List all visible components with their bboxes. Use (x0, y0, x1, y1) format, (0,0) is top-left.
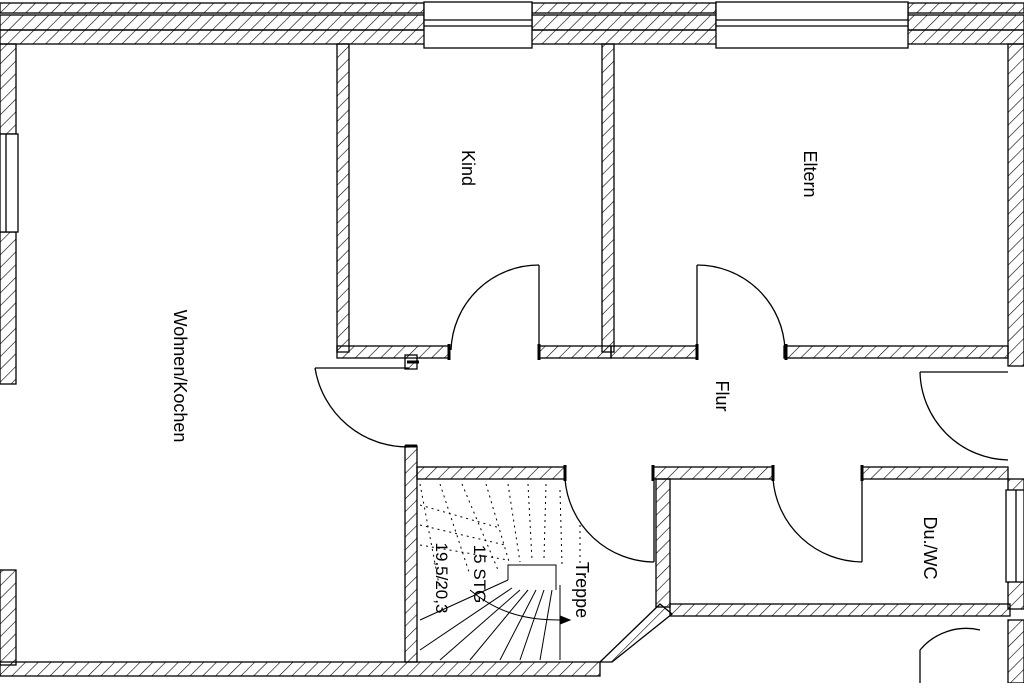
wall-top-parapet-middle (531, 2, 717, 14)
room-label-treppe: Treppe (572, 562, 592, 618)
wall-top-middle (531, 14, 717, 31)
wall-eltern-bottom-left (610, 345, 698, 359)
doors (314, 264, 1009, 683)
wall-kind-eltern (601, 43, 615, 353)
stair-walk-line (469, 589, 561, 621)
wall-eltern-right (1007, 43, 1024, 367)
door-stair-swing (564, 478, 655, 563)
wall-top-parapet-right (907, 2, 1024, 14)
room-label-wohnen: Wohnen/Kochen (170, 310, 190, 443)
wall-wc-top-left (652, 466, 774, 480)
window-top-1 (423, 1, 533, 49)
wall-wc-top-right (861, 466, 1009, 480)
window-left (0, 133, 19, 233)
room-label-eltern: Eltern (800, 150, 820, 197)
wall-kind-bottom-left (336, 345, 450, 359)
wall-kind-left (336, 43, 350, 353)
room-label-duwc: Du./WC (920, 517, 940, 580)
door-eltern-swing (696, 264, 786, 351)
stair-ratio-label: 19,5/20,3 (432, 543, 451, 614)
room-label-kind: Kind (458, 150, 478, 186)
wall-eltern-bottom-right (783, 345, 1009, 359)
wall-top-right (907, 14, 1024, 31)
door-kind-swing (450, 264, 540, 351)
wall-left-top (0, 43, 17, 135)
wall-bottom (0, 661, 601, 677)
wall-wc-bottom (669, 603, 1011, 617)
room-label-flur: Flur (712, 381, 732, 412)
wall-stair-top (416, 466, 566, 480)
wall-top-parapet-left (0, 2, 425, 14)
window-top-2 (715, 1, 909, 49)
door-jambs (405, 344, 864, 481)
wall-stair-left (404, 445, 418, 663)
wall-right-bottom (1007, 619, 1024, 683)
door-bottom-right-swing (919, 627, 981, 651)
wall-wc-left (655, 478, 671, 608)
door-right-swing (919, 371, 1009, 461)
windows (0, 1, 1024, 583)
window-right-wc (1005, 489, 1024, 583)
wall-left-middle (0, 231, 17, 385)
wall-kind-bottom-right (538, 345, 612, 359)
door-wc-swing (772, 478, 863, 563)
door-wohnen-swing (314, 367, 410, 448)
wall-diagonal (598, 603, 674, 663)
staircase (419, 483, 581, 661)
wall-top-left (0, 14, 425, 31)
wall-left-bottom (0, 569, 17, 666)
stair-steps-label: 15 STG (470, 545, 489, 604)
